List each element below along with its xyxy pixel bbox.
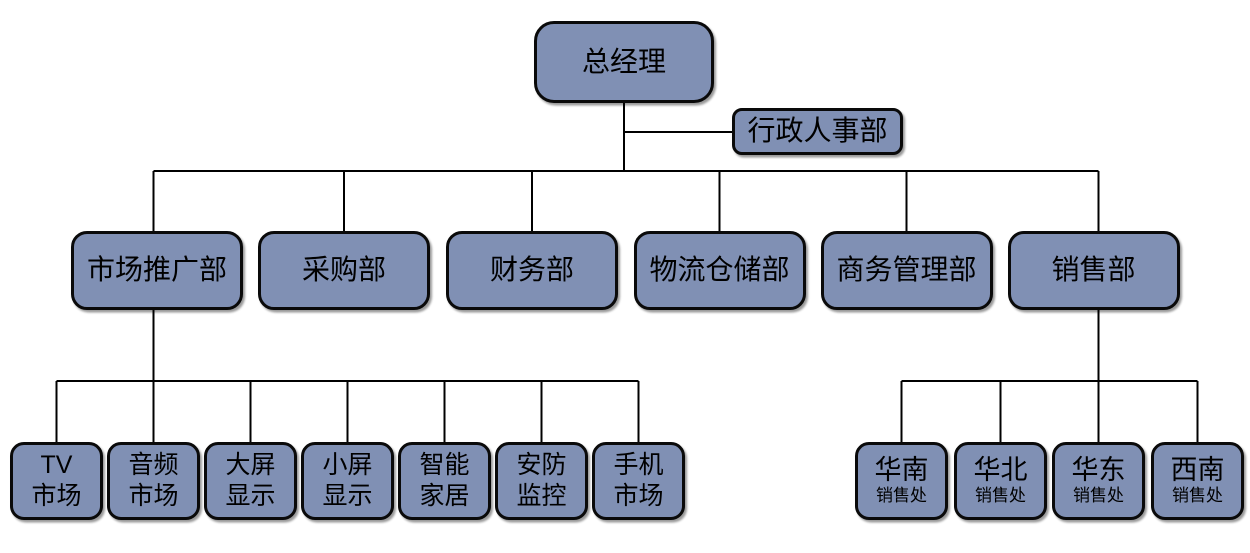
org-node-finance-dept: 财务部 (446, 231, 618, 310)
org-node-label: 采购部 (301, 254, 386, 286)
org-node-sales-dept: 销售部 (1007, 231, 1180, 310)
org-node-small-screen-display: 小屏 显示 (301, 442, 394, 520)
org-node-label: 销售部 (1051, 254, 1136, 286)
org-node-label: 行政人事部 (747, 115, 888, 147)
org-node-admin-hr-dept: 行政人事部 (732, 108, 903, 155)
org-node-sublabel: 销售处 (975, 486, 1026, 506)
org-node-label: 市场 (128, 482, 179, 510)
org-node-label: TV (40, 450, 73, 479)
org-node-label: 华南 (874, 454, 929, 485)
org-node-marketing-dept: 市场推广部 (71, 231, 243, 310)
org-node-sublabel: 销售处 (1172, 486, 1223, 506)
org-node-tv-market: TV 市场 (10, 442, 103, 520)
org-node-business-management-dept: 商务管理部 (820, 231, 993, 310)
org-node-logistics-warehouse-dept: 物流仓储部 (633, 231, 806, 310)
org-node-large-screen-display: 大屏 显示 (204, 442, 297, 520)
org-node-label: 市场推广部 (86, 254, 227, 286)
org-node-general-manager: 总经理 (534, 21, 714, 103)
org-node-purchasing-dept: 采购部 (258, 231, 430, 310)
org-node-label: 总经理 (581, 45, 666, 77)
org-node-label: 市场 (613, 482, 664, 510)
org-node-label: 监控 (516, 482, 567, 510)
org-node-smart-home: 智能 家居 (398, 442, 491, 520)
org-node-label: 财务部 (489, 254, 574, 286)
org-node-label: 家居 (419, 482, 470, 510)
org-node-label: 小屏 (322, 450, 373, 479)
org-node-label: 西南 (1170, 454, 1225, 485)
org-node-south-china-sales-office: 华南 销售处 (855, 442, 948, 520)
org-node-security-monitoring: 安防 监控 (495, 442, 588, 520)
org-node-label: 商务管理部 (836, 254, 977, 286)
org-node-label: 物流仓储部 (649, 254, 790, 286)
org-node-north-china-sales-office: 华北 销售处 (954, 442, 1047, 520)
org-node-mobile-market: 手机 市场 (592, 442, 685, 520)
org-node-label: 大屏 (225, 450, 276, 479)
org-node-label: 音频 (128, 450, 179, 479)
org-node-label: 华东 (1071, 454, 1126, 485)
org-node-label: 市场 (31, 482, 82, 510)
org-node-sublabel: 销售处 (1073, 486, 1124, 506)
org-node-sublabel: 销售处 (876, 486, 927, 506)
org-node-label: 智能 (419, 450, 470, 479)
org-node-label: 安防 (516, 450, 567, 479)
org-node-label: 显示 (225, 482, 276, 510)
org-node-southwest-sales-office: 西南 销售处 (1151, 442, 1244, 520)
org-node-label: 显示 (322, 482, 373, 510)
org-node-label: 手机 (613, 450, 664, 479)
org-node-label: 华北 (973, 454, 1028, 485)
org-node-east-china-sales-office: 华东 销售处 (1052, 442, 1145, 520)
org-node-audio-market: 音频 市场 (107, 442, 200, 520)
